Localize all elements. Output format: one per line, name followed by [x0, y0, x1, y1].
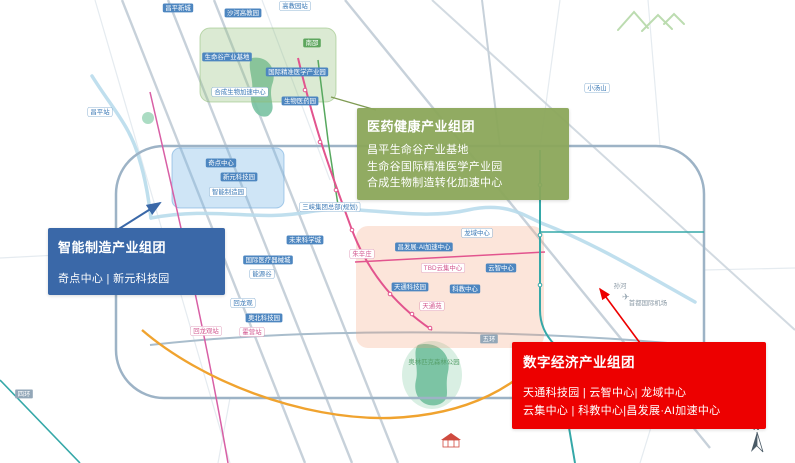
- metro-line-pink-branch: [354, 251, 546, 263]
- metro-lines: [0, 57, 704, 463]
- plane-icon: ✈: [622, 292, 630, 302]
- callout-pharma-health: 医药健康产业组团 昌平生命谷产业基地 生命谷国际精准医学产业园 合成生物制造转化…: [357, 108, 569, 200]
- metro-line-teal-southwest: [0, 379, 81, 463]
- callout-connector-green: [330, 96, 377, 111]
- callout-digital-title: 数字经济产业组团: [523, 355, 635, 370]
- metro-line-orange: [141, 329, 549, 420]
- callout-digital-line: 云集中心 | 科教中心|昌发展·AI加速中心: [523, 405, 721, 418]
- train-station-icon: [441, 433, 461, 448]
- callout-digital-line: 天通科技园 | 云智中心| 龙域中心: [523, 387, 687, 399]
- callout-arrow-red: [599, 287, 641, 344]
- callout-manufacturing-line: 奇点中心 | 新元科技园: [58, 273, 170, 285]
- callout-pharma-line: 合成生物制造转化加速中心: [367, 177, 503, 189]
- zone-pharma: [199, 27, 337, 103]
- callout-pharma-line: 生命谷国际精准医学产业园: [367, 160, 503, 173]
- callout-pharma-line: 昌平生命谷产业基地: [367, 144, 469, 156]
- zone-manufacturing: [171, 147, 285, 209]
- mountain-icon: [617, 10, 685, 32]
- callout-pharma-title: 医药健康产业组团: [367, 119, 476, 134]
- callout-intelligent-manufacturing: 智能制造产业组团 奇点中心 | 新元科技园: [48, 228, 225, 295]
- callout-digital-economy: 数字经济产业组团 天通科技园 | 云智中心| 龙域中心 云集中心 | 科教中心|…: [512, 342, 766, 430]
- callout-manufacturing-title: 智能制造产业组团: [58, 240, 167, 255]
